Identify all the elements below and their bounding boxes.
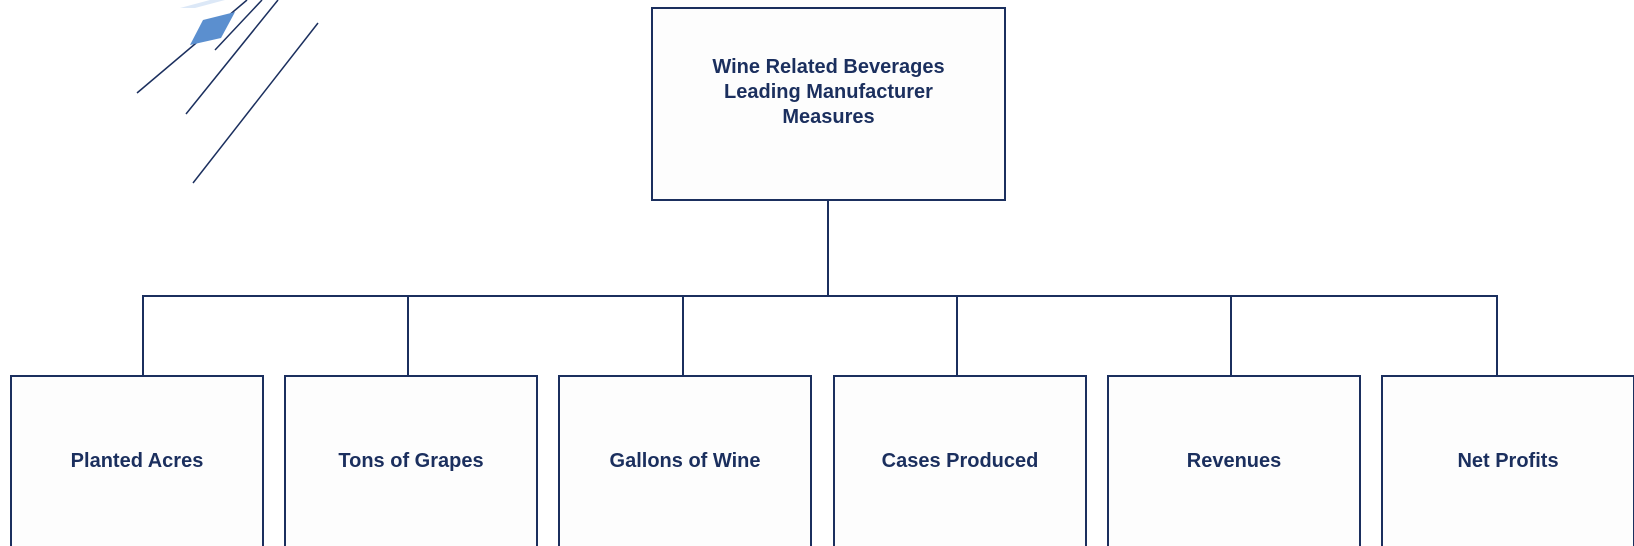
- child-node-label: Tons of Grapes: [338, 450, 484, 472]
- diagonal-line-3: [185, 0, 279, 115]
- child-node-planted-acres: Planted Acres: [10, 375, 264, 546]
- child-node-label: Revenues: [1186, 450, 1282, 472]
- decorative-diagonal-lines: [136, 0, 319, 184]
- diagonal-line-4: [192, 22, 319, 184]
- root-line-3: Measures: [782, 106, 875, 128]
- child-node-revenues: Revenues: [1107, 375, 1361, 546]
- child-node-tons-of-grapes: Tons of Grapes: [284, 375, 538, 546]
- child-node-net-profits: Net Profits: [1381, 375, 1634, 546]
- child-node-label: Planted Acres: [70, 450, 204, 472]
- child-node-label: Gallons of Wine: [609, 450, 761, 472]
- diamond-accent-shape: [190, 12, 235, 45]
- light-accent-shape: [180, 0, 225, 8]
- root-node-label: Wine Related Beverages Leading Manufactu…: [712, 55, 944, 130]
- child-node-gallons-of-wine: Gallons of Wine: [558, 375, 812, 546]
- root-line-1: Wine Related Beverages: [712, 56, 945, 78]
- root-line-2: Leading Manufacturer: [724, 81, 933, 103]
- child-node-cases-produced: Cases Produced: [833, 375, 1087, 546]
- child-node-label: Cases Produced: [881, 450, 1039, 472]
- root-node: Wine Related Beverages Leading Manufactu…: [651, 7, 1006, 201]
- child-node-label: Net Profits: [1457, 450, 1559, 472]
- diagonal-line-2: [214, 0, 263, 51]
